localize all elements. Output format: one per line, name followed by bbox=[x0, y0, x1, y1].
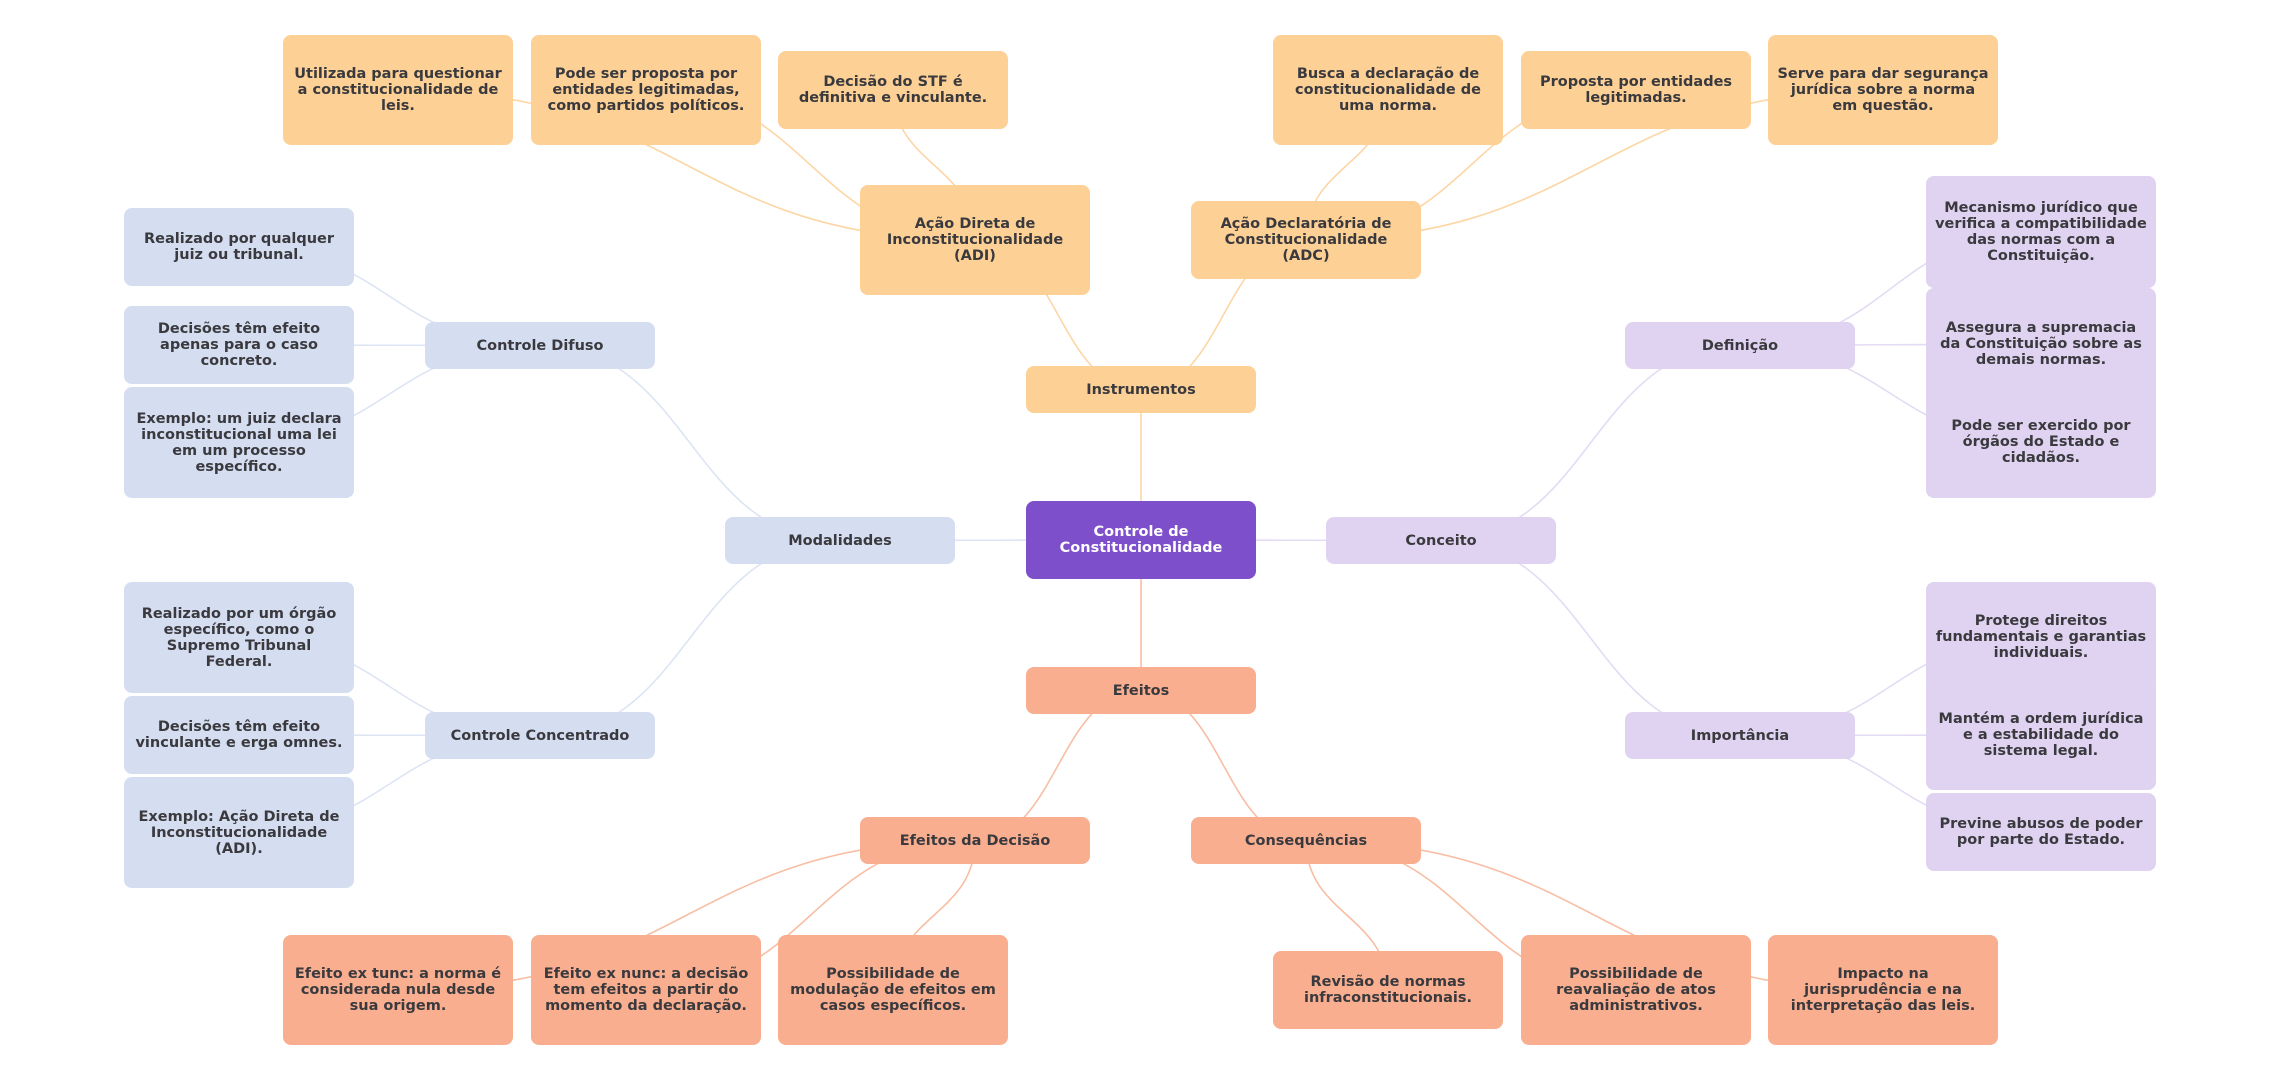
leaf-label: Pode ser proposta por entidades legitima… bbox=[547, 66, 745, 114]
leaf-adi-3[interactable]: Decisão do STF é definitiva e vinculante… bbox=[778, 51, 1008, 129]
root-label: Controle de Constitucionalidade bbox=[1059, 524, 1223, 556]
topic-efeitos-da-decisao[interactable]: Efeitos da Decisão bbox=[860, 817, 1090, 864]
leaf-label: Proposta por entidades legitimadas. bbox=[1539, 74, 1733, 106]
leaf-label: Assegura a supremacia da Constituição so… bbox=[1940, 320, 2142, 368]
leaf-label: Possibilidade de reavaliação de atos adm… bbox=[1556, 966, 1716, 1014]
leaf-concentrado-1[interactable]: Realizado por um órgão específico, como … bbox=[124, 582, 354, 693]
topic-label: Definição bbox=[1701, 337, 1779, 354]
leaf-label: Impacto na jurisprudência e na interpret… bbox=[1790, 966, 1976, 1014]
leaf-adc-1[interactable]: Busca a declaração de constitucionalidad… bbox=[1273, 35, 1503, 145]
topic-controle-concentrado[interactable]: Controle Concentrado bbox=[425, 712, 655, 759]
leaf-definicao-1[interactable]: Mecanismo jurídico que verifica a compat… bbox=[1926, 176, 2156, 288]
topic-consequencias[interactable]: Consequências bbox=[1191, 817, 1421, 864]
topic-definicao[interactable]: Definição bbox=[1625, 322, 1855, 369]
leaf-adi-2[interactable]: Pode ser proposta por entidades legitima… bbox=[531, 35, 761, 145]
leaf-label: Protege direitos fundamentais e garantia… bbox=[1935, 613, 2147, 661]
topic-adi[interactable]: Ação Direta de Inconstitucionalidade (AD… bbox=[860, 185, 1090, 295]
connector-mod-to-dif bbox=[539, 344, 841, 542]
leaf-label: Previne abusos de poder por parte do Est… bbox=[1939, 816, 2143, 848]
topic-controle-difuso[interactable]: Controle Difuso bbox=[425, 322, 655, 369]
topic-label: Ação Declaratória de Constitucionalidade… bbox=[1220, 216, 1392, 264]
leaf-consequencias-3[interactable]: Impacto na jurisprudência e na interpret… bbox=[1768, 935, 1998, 1045]
leaf-label: Revisão de normas infraconstitucionais. bbox=[1304, 974, 1472, 1006]
leaf-consequencias-2[interactable]: Possibilidade de reavaliação de atos adm… bbox=[1521, 935, 1751, 1045]
leaf-difuso-1[interactable]: Realizado por qualquer juiz ou tribunal. bbox=[124, 208, 354, 286]
leaf-label: Serve para dar segurança jurídica sobre … bbox=[1777, 66, 1989, 114]
branch-label: Modalidades bbox=[788, 532, 892, 549]
connector-cpt-to-imp bbox=[1440, 539, 1741, 737]
leaf-adc-2[interactable]: Proposta por entidades legitimadas. bbox=[1521, 51, 1751, 129]
branch-efeitos[interactable]: Efeitos bbox=[1026, 667, 1256, 714]
leaf-label: Decisões têm efeito vinculante e erga om… bbox=[135, 719, 343, 751]
leaf-label: Pode ser exercido por órgãos do Estado e… bbox=[1951, 417, 2131, 466]
leaf-adc-3[interactable]: Serve para dar segurança jurídica sobre … bbox=[1768, 35, 1998, 145]
leaf-label: Decisões têm efeito apenas para o caso c… bbox=[157, 321, 321, 369]
leaf-label: Exemplo: um juiz declara inconstituciona… bbox=[136, 410, 342, 475]
leaf-label: Mantém a ordem jurídica e a estabilidade… bbox=[1938, 711, 2144, 759]
branch-label: Instrumentos bbox=[1086, 381, 1196, 398]
leaf-label: Utilizada para questionar a constitucion… bbox=[294, 66, 502, 114]
topic-label: Importância bbox=[1690, 727, 1790, 744]
root-node[interactable]: Controle de Constitucionalidade bbox=[1026, 501, 1256, 579]
leaf-adi-1[interactable]: Utilizada para questionar a constitucion… bbox=[283, 35, 513, 145]
topic-label: Ação Direta de Inconstitucionalidade (AD… bbox=[886, 216, 1064, 264]
leaf-label: Exemplo: Ação Direta de Inconstitucional… bbox=[138, 808, 340, 857]
topic-label: Controle Concentrado bbox=[450, 727, 630, 744]
branch-instrumentos[interactable]: Instrumentos bbox=[1026, 366, 1256, 413]
leaf-importancia-3[interactable]: Previne abusos de poder por parte do Est… bbox=[1926, 793, 2156, 871]
leaf-definicao-2[interactable]: Assegura a supremacia da Constituição so… bbox=[1926, 288, 2156, 400]
leaf-decisao-1[interactable]: Efeito ex tunc: a norma é considerada nu… bbox=[283, 935, 513, 1045]
topic-adc[interactable]: Ação Declaratória de Constitucionalidade… bbox=[1191, 201, 1421, 279]
branch-conceito[interactable]: Conceito bbox=[1326, 517, 1556, 564]
topic-label: Efeitos da Decisão bbox=[899, 832, 1051, 849]
leaf-concentrado-2[interactable]: Decisões têm efeito vinculante e erga om… bbox=[124, 696, 354, 774]
branch-label: Conceito bbox=[1405, 532, 1477, 549]
leaf-decisao-3[interactable]: Possibilidade de modulação de efeitos em… bbox=[778, 935, 1008, 1045]
leaf-importancia-1[interactable]: Protege direitos fundamentais e garantia… bbox=[1926, 582, 2156, 692]
branch-modalidades[interactable]: Modalidades bbox=[725, 517, 955, 564]
connector-cpt-to-def bbox=[1440, 344, 1741, 542]
leaf-difuso-3[interactable]: Exemplo: um juiz declara inconstituciona… bbox=[124, 387, 354, 498]
topic-label: Consequências bbox=[1244, 832, 1368, 849]
branch-label: Efeitos bbox=[1112, 682, 1170, 699]
leaf-label: Realizado por qualquer juiz ou tribunal. bbox=[143, 231, 335, 263]
connector-mod-to-con bbox=[539, 539, 841, 737]
leaf-label: Realizado por um órgão específico, como … bbox=[141, 605, 337, 670]
leaf-concentrado-3[interactable]: Exemplo: Ação Direta de Inconstitucional… bbox=[124, 777, 354, 888]
leaf-consequencias-1[interactable]: Revisão de normas infraconstitucionais. bbox=[1273, 951, 1503, 1029]
leaf-importancia-2[interactable]: Mantém a ordem jurídica e a estabilidade… bbox=[1926, 680, 2156, 790]
topic-label: Controle Difuso bbox=[476, 337, 604, 354]
leaf-label: Possibilidade de modulação de efeitos em… bbox=[790, 966, 996, 1014]
leaf-decisao-2[interactable]: Efeito ex nunc: a decisão tem efeitos a … bbox=[531, 935, 761, 1045]
leaf-label: Mecanismo jurídico que verifica a compat… bbox=[1935, 200, 2147, 264]
leaf-label: Busca a declaração de constitucionalidad… bbox=[1295, 66, 1481, 114]
leaf-difuso-2[interactable]: Decisões têm efeito apenas para o caso c… bbox=[124, 306, 354, 384]
leaf-label: Efeito ex nunc: a decisão tem efeitos a … bbox=[543, 966, 749, 1014]
leaf-label: Decisão do STF é definitiva e vinculante… bbox=[798, 74, 988, 106]
topic-importancia[interactable]: Importância bbox=[1625, 712, 1855, 759]
leaf-definicao-3[interactable]: Pode ser exercido por órgãos do Estado e… bbox=[1926, 385, 2156, 498]
leaf-label: Efeito ex tunc: a norma é considerada nu… bbox=[294, 966, 502, 1014]
